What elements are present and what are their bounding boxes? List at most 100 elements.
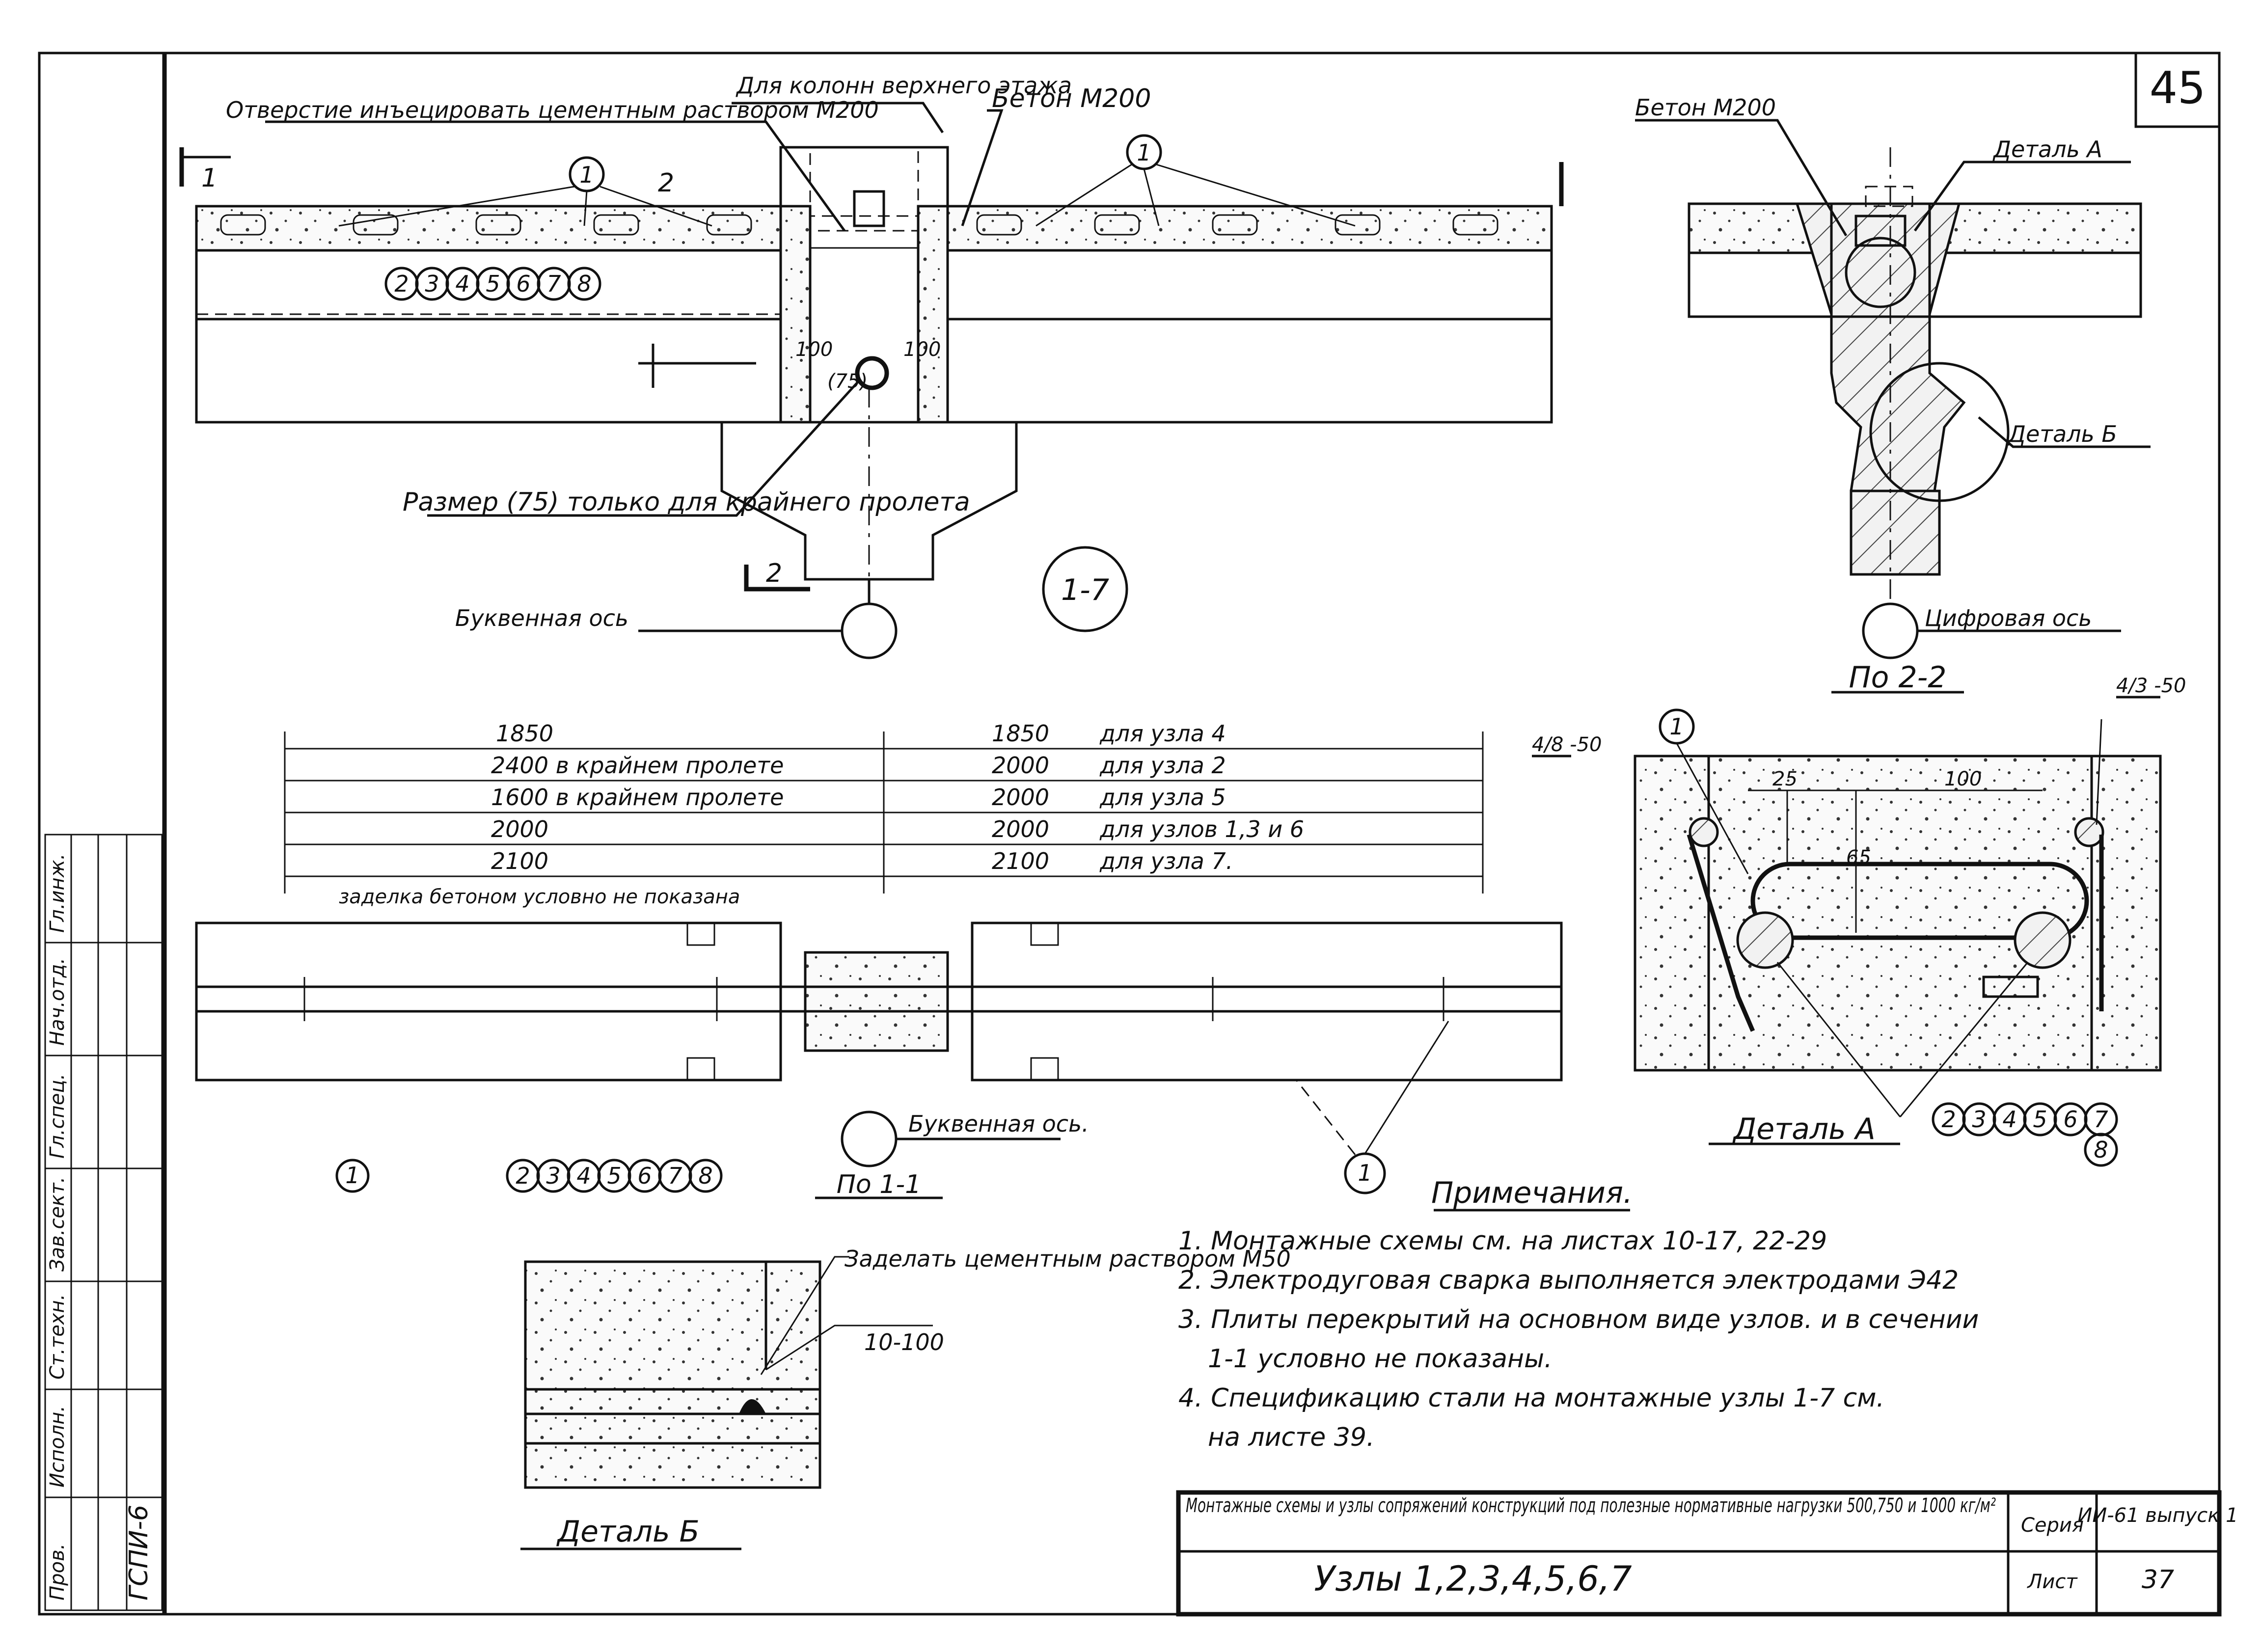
node-number: 4 bbox=[576, 1163, 591, 1189]
node-number: 7 bbox=[2094, 1106, 2108, 1133]
stamp-cell: Зав.сект. bbox=[46, 1177, 69, 1272]
detail-a-dim-100: 100 bbox=[1944, 768, 1982, 790]
detail-a-weld-right: 4/3 -50 bbox=[2116, 675, 2186, 697]
section-mark-1: 1 bbox=[201, 163, 218, 193]
node-number: 6 bbox=[2063, 1106, 2077, 1133]
plan-row-right: для узла 4 bbox=[1099, 720, 1226, 747]
note-line: 2. Электродуговая сварка выполняется эле… bbox=[1178, 1266, 1959, 1295]
plan-dimension-lines bbox=[284, 731, 1484, 894]
title-name: Узлы 1,2,3,4,5,6,7 bbox=[1314, 1559, 1632, 1599]
section-22-drawing bbox=[1635, 119, 2151, 694]
s11-title: По 1-1 bbox=[837, 1170, 921, 1199]
title-series-label: Серия bbox=[2021, 1514, 2084, 1537]
stamp-organization: ГСПИ-6 bbox=[124, 1505, 154, 1600]
callout-concrete: Бетон М200 bbox=[992, 84, 1151, 113]
plan-axis-letter: Буквенная ось. bbox=[908, 1110, 1089, 1137]
s11-dim: 10-100 bbox=[864, 1329, 944, 1355]
section-11-drawing bbox=[520, 1196, 943, 1550]
callout-grout: Отверстие инъецировать цементным раствор… bbox=[226, 97, 879, 123]
stamp-cell: Пров. bbox=[46, 1544, 69, 1600]
node-number: 3 bbox=[1972, 1106, 1986, 1133]
note-line: 1-1 условно не показаны. bbox=[1208, 1344, 1553, 1374]
plan-drawing bbox=[195, 921, 1563, 1194]
axis-letter-label: Буквенная ось bbox=[455, 605, 628, 631]
plan-row-mid: 2100 bbox=[992, 848, 1049, 874]
stamp-cell: Исполн. bbox=[46, 1406, 69, 1488]
s11-grout: Заделать цементным раствором М50 bbox=[845, 1246, 1291, 1272]
node-number: 8 bbox=[698, 1163, 712, 1189]
callout-size: Размер (75) только для крайнего пролета bbox=[403, 487, 970, 517]
node-number: 8 bbox=[2094, 1137, 2108, 1163]
node-number: 5 bbox=[607, 1163, 621, 1189]
node-number: 5 bbox=[486, 271, 500, 297]
node-number: 4 bbox=[455, 271, 469, 297]
node-number: 3 bbox=[546, 1163, 560, 1189]
s22-detail-a: Деталь А bbox=[1992, 136, 2102, 162]
s22-concrete: Бетон М200 bbox=[1635, 94, 1776, 121]
plan-bar-mark-right: 1 bbox=[1358, 1160, 1372, 1186]
stamp-cell: Гл.инж. bbox=[46, 854, 69, 933]
plan-row-right: для узлов 1,3 и 6 bbox=[1099, 816, 1304, 842]
detail-a-drawing bbox=[1532, 696, 2162, 1167]
note-line: 4. Спецификацию стали на монтажные узлы … bbox=[1178, 1383, 1884, 1413]
title-block bbox=[1176, 1490, 2222, 1617]
stamp-cell: Ст.техн. bbox=[46, 1294, 69, 1380]
title-sheet-label: Лист bbox=[2026, 1571, 2078, 1593]
node-number: 8 bbox=[577, 271, 591, 297]
plan-row-right: для узла 7. bbox=[1099, 848, 1233, 874]
title-series-value: ИИ-61 выпуск 1 bbox=[2077, 1504, 2238, 1527]
dim-100-right: 100 bbox=[903, 338, 941, 361]
bar-mark: 1 bbox=[1137, 139, 1151, 166]
plan-bar-mark: 1 bbox=[345, 1162, 359, 1189]
s11-detail-b: Деталь Б bbox=[556, 1515, 699, 1549]
note-line: 1. Монтажные схемы см. на листах 10-17, … bbox=[1178, 1226, 1827, 1256]
node-range-label: 1-7 bbox=[1061, 573, 1109, 607]
side-stamp bbox=[44, 834, 163, 1611]
bar-mark: 1 bbox=[579, 162, 594, 188]
main-section-drawing bbox=[179, 102, 1564, 659]
plan-row-right: для узла 5 bbox=[1099, 784, 1226, 811]
plan-row-right: для узла 2 bbox=[1099, 752, 1226, 779]
plan-row-left: 2000 bbox=[491, 816, 548, 842]
note-line: 3. Плиты перекрытий на основном виде узл… bbox=[1178, 1305, 1979, 1334]
plan-row-left: 1600 в крайнем пролете bbox=[491, 784, 784, 811]
node-number: 2 bbox=[516, 1163, 530, 1189]
note-line: на листе 39. bbox=[1208, 1423, 1375, 1452]
node-number: 3 bbox=[425, 271, 439, 297]
section-mark-2: 2 bbox=[658, 168, 674, 198]
detail-a-title: Деталь А bbox=[1732, 1112, 1875, 1146]
detail-a-weld-left: 4/8 -50 bbox=[1532, 733, 1602, 756]
plan-row-mid: 2000 bbox=[992, 752, 1049, 779]
stamp-cell: Нач.отд. bbox=[46, 958, 69, 1046]
plan-row-left: 1850 bbox=[496, 720, 553, 747]
plan-row-left: 2100 bbox=[491, 848, 548, 874]
sheet-number: 45 bbox=[2150, 62, 2206, 114]
section-mark-2-bottom: 2 bbox=[766, 559, 782, 588]
stamp-cell: Гл.спец. bbox=[46, 1074, 69, 1159]
plan-note: заделка бетоном условно не показана bbox=[339, 886, 740, 908]
s22-detail-b: Деталь Б bbox=[2007, 421, 2117, 447]
detail-a-dim-25: 25 bbox=[1772, 768, 1798, 790]
node-number: 5 bbox=[2033, 1106, 2047, 1133]
dim-75: (75) bbox=[827, 370, 868, 393]
plan-row-left: 2400 в крайнем пролете bbox=[491, 752, 784, 779]
s22-axis-digit: Цифровая ось bbox=[1925, 605, 2092, 631]
node-number: 6 bbox=[637, 1163, 652, 1189]
dim-100-left: 100 bbox=[795, 338, 833, 361]
s22-title: По 2-2 bbox=[1849, 660, 1947, 695]
node-number: 2 bbox=[1941, 1106, 1956, 1133]
notes-title: Примечания. bbox=[1431, 1176, 1633, 1210]
plan-row-mid: 2000 bbox=[992, 816, 1049, 842]
sheet-frame bbox=[38, 52, 2221, 1616]
node-number: 6 bbox=[516, 271, 530, 297]
plan-row-mid: 1850 bbox=[992, 720, 1049, 747]
node-number: 7 bbox=[546, 271, 561, 297]
detail-a-bar-mark: 1 bbox=[1669, 713, 1684, 740]
node-number: 4 bbox=[2002, 1106, 2017, 1133]
detail-a-dim-65: 65 bbox=[1846, 846, 1871, 869]
callout-column: Для колонн верхнего этажа bbox=[736, 72, 1072, 99]
title-description: Монтажные схемы и узлы сопряжений констр… bbox=[1186, 1494, 1996, 1517]
title-sheet-value: 37 bbox=[2142, 1565, 2174, 1595]
plan-row-mid: 2000 bbox=[992, 784, 1049, 811]
